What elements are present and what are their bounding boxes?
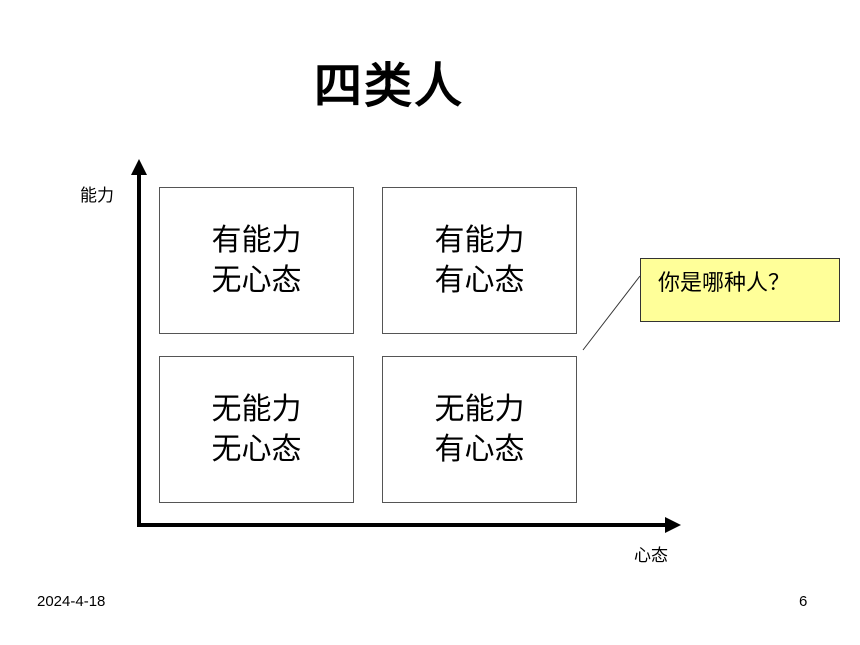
quadrant-line-1: 有能力 <box>434 222 525 258</box>
quadrant-top-right: 有能力 有心态 <box>382 187 577 334</box>
callout-pointer-line <box>582 275 641 351</box>
quadrant-line-2: 无心态 <box>211 431 302 467</box>
quadrant-line-1: 无能力 <box>211 391 302 427</box>
quadrant-top-left: 有能力 无心态 <box>159 187 354 334</box>
callout-box: 你是哪种人？ <box>640 258 840 322</box>
slide-title: 四类人 <box>313 58 464 114</box>
quadrant-line-1: 无能力 <box>434 391 525 427</box>
x-axis-arrow-icon <box>665 517 681 533</box>
y-axis-label: 能力 <box>80 186 114 206</box>
quadrant-line-1: 有能力 <box>211 222 302 258</box>
quadrant-line-2: 无心态 <box>211 262 302 298</box>
quadrant-bottom-left: 无能力 无心态 <box>159 356 354 503</box>
x-axis-label: 心态 <box>634 546 668 566</box>
quadrant-line-2: 有心态 <box>434 431 525 467</box>
footer-date: 2024-4-18 <box>37 593 106 610</box>
quadrant-bottom-right: 无能力 有心态 <box>382 356 577 503</box>
footer-page-number: 6 <box>799 593 808 610</box>
y-axis-arrow-icon <box>131 159 147 175</box>
quadrant-line-2: 有心态 <box>434 262 525 298</box>
